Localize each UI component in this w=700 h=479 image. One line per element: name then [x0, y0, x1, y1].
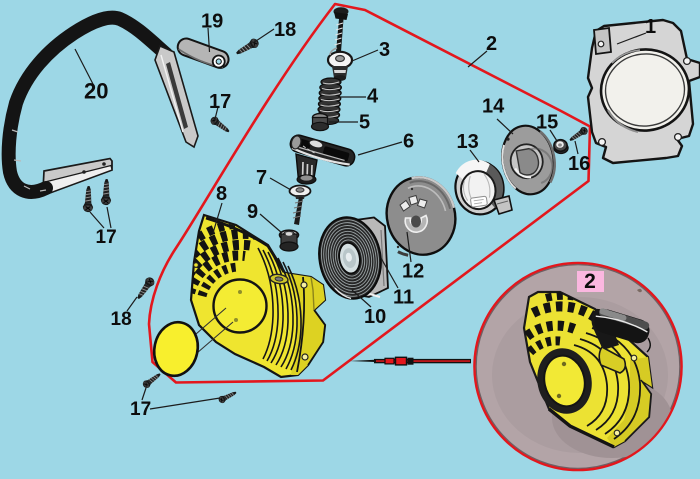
svg-text:8: 8 [216, 183, 227, 205]
svg-text:19: 19 [201, 11, 223, 33]
svg-text:6: 6 [403, 131, 414, 153]
svg-text:14: 14 [482, 96, 505, 118]
svg-text:17: 17 [130, 399, 151, 420]
svg-text:10: 10 [364, 306, 386, 328]
svg-text:9: 9 [247, 201, 258, 223]
svg-text:11: 11 [393, 287, 414, 309]
svg-text:20: 20 [84, 79, 108, 104]
svg-text:4: 4 [367, 86, 379, 108]
svg-text:17: 17 [96, 227, 117, 248]
svg-text:12: 12 [402, 261, 424, 283]
svg-text:7: 7 [256, 167, 267, 189]
svg-text:5: 5 [359, 112, 370, 134]
svg-text:13: 13 [457, 131, 479, 153]
svg-text:2: 2 [486, 33, 497, 55]
svg-text:17: 17 [209, 91, 231, 113]
svg-text:2: 2 [584, 270, 596, 293]
svg-text:3: 3 [379, 39, 390, 61]
svg-text:15: 15 [536, 112, 558, 134]
svg-text:18: 18 [274, 19, 296, 41]
svg-text:1: 1 [645, 16, 656, 38]
svg-text:18: 18 [111, 309, 132, 330]
svg-text:16: 16 [568, 153, 590, 175]
